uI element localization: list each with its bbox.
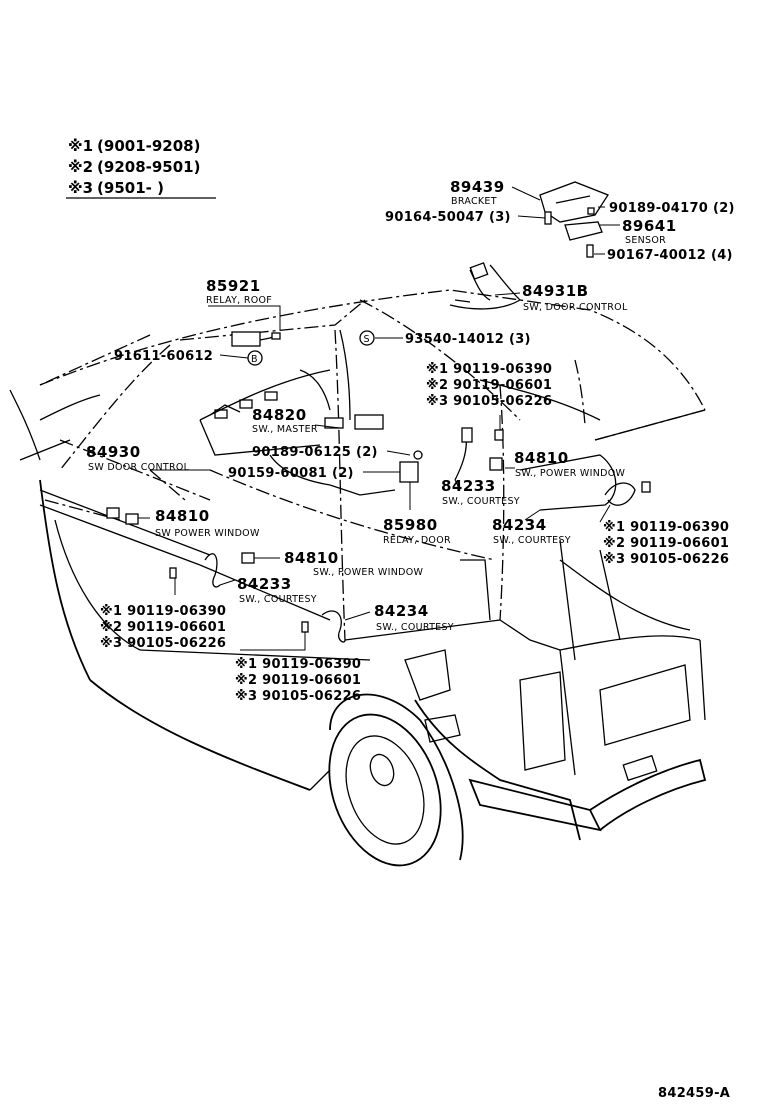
screw-icon bbox=[587, 207, 595, 215]
part-name: SW DOOR CONTROL bbox=[88, 462, 190, 473]
part-name: SENSOR bbox=[625, 235, 666, 246]
screw-group-right: ※1 90119-06390 ※2 90119-06601 ※3 90105-0… bbox=[603, 520, 729, 567]
power-window-switch-left bbox=[125, 513, 139, 525]
part-name: SW., POWER WINDOW bbox=[515, 468, 626, 479]
b-mark-label: B bbox=[251, 354, 258, 365]
rear-wheel bbox=[328, 693, 464, 867]
part-name: RELAY, DOOR bbox=[383, 535, 451, 546]
screw-row: ※1 90119-06390 bbox=[100, 604, 226, 619]
screw-icon bbox=[586, 244, 594, 258]
screw-icon bbox=[544, 211, 552, 225]
legend-item-1: ※1(9001-9208) bbox=[68, 137, 200, 155]
label-93540-14012: 93540-14012 (3) bbox=[405, 332, 531, 347]
screw-row: ※1 90119-06390 bbox=[426, 362, 552, 377]
part-name: SW, DOOR CONTROL bbox=[523, 302, 628, 313]
part-number: 84810 bbox=[155, 507, 210, 525]
part-number: 84931B bbox=[522, 282, 589, 300]
label-90189-06125: 90189-06125 (2) bbox=[252, 445, 378, 460]
screw-row: ※3 90105-06226 bbox=[100, 636, 226, 651]
screw-row: ※3 90105-06226 bbox=[603, 552, 729, 567]
s-mark-icon bbox=[359, 330, 375, 346]
legend-item-3: ※3(9501- ) bbox=[68, 179, 164, 197]
label-84234-front: 84234 SW., COURTESY bbox=[374, 602, 454, 633]
legend: ※1(9001-9208) ※2(9208-9501) ※3(9501- ) bbox=[66, 137, 216, 199]
label-85921: 85921 RELAY, ROOF bbox=[206, 277, 272, 306]
screw-group-top: ※1 90119-06390 ※2 90119-06601 ※3 90105-0… bbox=[426, 362, 552, 409]
label-89439: 89439 BRACKET bbox=[450, 178, 505, 207]
relay-roof-part bbox=[231, 331, 261, 347]
part-name: SW., COURTESY bbox=[239, 594, 317, 605]
part-number: 85980 bbox=[383, 516, 438, 534]
label-90164-50047: 90164-50047 (3) bbox=[385, 210, 511, 225]
part-number: 84810 bbox=[284, 549, 339, 567]
screw-row: ※3 90105-06226 bbox=[426, 394, 552, 409]
courtesy-harness-front bbox=[204, 553, 221, 588]
power-window-switch-mid bbox=[241, 552, 255, 564]
part-name: BRACKET bbox=[451, 196, 497, 207]
leader-lines bbox=[138, 186, 620, 651]
part-name: SW., POWER WINDOW bbox=[313, 567, 424, 578]
label-84233-front: 84233 SW., COURTESY bbox=[237, 575, 317, 605]
screw-row: ※3 90105-06226 bbox=[235, 689, 361, 704]
part-number: 89439 bbox=[450, 178, 505, 196]
part-number: 84233 bbox=[237, 575, 292, 593]
part-name: SW., MASTER bbox=[252, 424, 318, 435]
legend-item-2: ※2(9208-9501) bbox=[68, 158, 200, 176]
screw-row: ※2 90119-06601 bbox=[100, 620, 226, 635]
label-84931B: 84931B SW, DOOR CONTROL bbox=[522, 282, 628, 313]
relay-door-part bbox=[399, 461, 419, 483]
part-number: 84930 bbox=[86, 443, 141, 461]
part-number: 84810 bbox=[514, 449, 569, 467]
label-90189-04170: 90189-04170 (2) bbox=[609, 201, 735, 216]
screw-row: ※1 90119-06390 bbox=[603, 520, 729, 535]
screw-row: ※2 90119-06601 bbox=[426, 378, 552, 393]
courtesy-harness-right bbox=[604, 482, 636, 506]
figure-id: 842459-A bbox=[658, 1086, 730, 1101]
part-number: 89641 bbox=[622, 217, 677, 235]
label-85980: 85980 RELAY, DOOR bbox=[383, 516, 451, 546]
part-shapes: B S bbox=[106, 181, 651, 643]
screw-row: ※2 90119-06601 bbox=[235, 673, 361, 688]
master-switch-part bbox=[324, 417, 344, 429]
part-name: SW., COURTESY bbox=[442, 496, 520, 507]
part-number: 84233 bbox=[441, 477, 496, 495]
label-84810-rear: 84810 SW., POWER WINDOW bbox=[514, 449, 626, 479]
label-90159-60081: 90159-60081 (2) bbox=[228, 466, 354, 481]
label-84810-mid: 84810 SW., POWER WINDOW bbox=[284, 549, 424, 578]
label-84820: 84820 SW., MASTER bbox=[252, 406, 318, 435]
part-number: 84234 bbox=[374, 602, 429, 620]
label-84810-left: 84810 SW POWER WINDOW bbox=[155, 507, 260, 539]
part-number: 84820 bbox=[252, 406, 307, 424]
screw-group-bottom: ※1 90119-06390 ※2 90119-06601 ※3 90105-0… bbox=[235, 657, 361, 704]
harness bbox=[449, 264, 522, 310]
label-89641: 89641 SENSOR bbox=[622, 217, 677, 246]
courtesy-harness-bottom bbox=[321, 610, 346, 643]
dome-lamp-part bbox=[354, 414, 384, 430]
screw-row: ※1 90119-06390 bbox=[235, 657, 361, 672]
power-window-switch-part bbox=[489, 457, 503, 471]
screw-group-left: ※1 90119-06390 ※2 90119-06601 ※3 90105-0… bbox=[100, 604, 226, 651]
label-90167-40012: 90167-40012 (4) bbox=[607, 248, 733, 263]
label-84233-rear: 84233 SW., COURTESY bbox=[441, 477, 520, 507]
label-84930: 84930 SW DOOR CONTROL bbox=[86, 443, 190, 473]
sensor-part bbox=[564, 221, 603, 241]
door-control-switch-part bbox=[469, 262, 489, 280]
part-number: 85921 bbox=[206, 277, 261, 295]
part-number: 84234 bbox=[492, 516, 547, 534]
labels: 89439 BRACKET 90189-04170 (2) 90164-5004… bbox=[86, 178, 735, 1101]
label-91611-60612: 91611-60612 bbox=[114, 349, 213, 364]
part-name: SW., COURTESY bbox=[493, 535, 571, 546]
door-control-switch-left bbox=[106, 507, 120, 519]
screw-row: ※2 90119-06601 bbox=[603, 536, 729, 551]
part-name: SW., COURTESY bbox=[376, 622, 454, 633]
part-name: RELAY, ROOF bbox=[206, 295, 272, 306]
label-84234-rear: 84234 SW., COURTESY bbox=[492, 516, 571, 546]
vehicle-outline bbox=[9, 289, 707, 867]
s-mark-label: S bbox=[364, 334, 370, 345]
part-name: SW POWER WINDOW bbox=[155, 528, 260, 539]
